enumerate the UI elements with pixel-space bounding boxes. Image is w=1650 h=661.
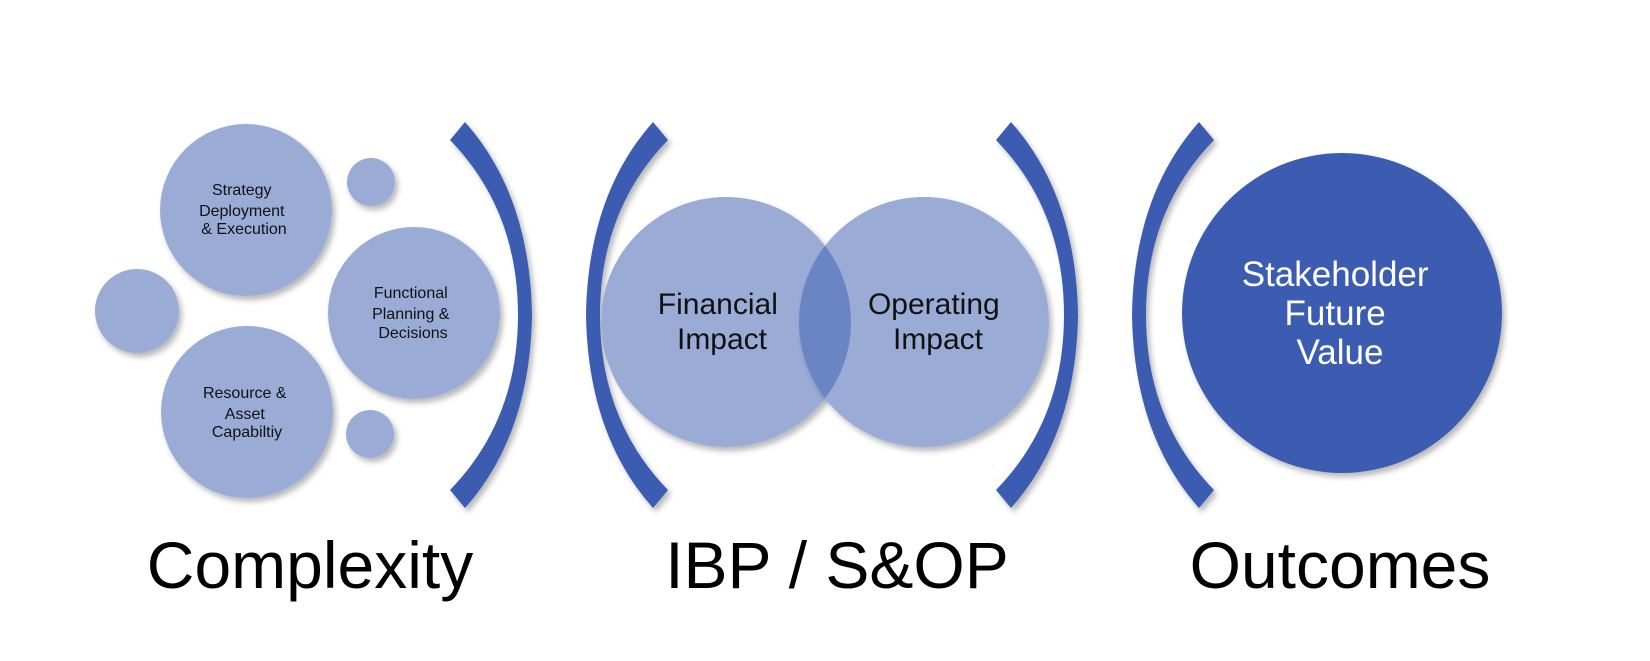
resource-circle bbox=[161, 326, 333, 498]
operating-label: Operating Impact bbox=[868, 288, 1008, 356]
functional-label: Functional Planning & Decisions bbox=[372, 285, 454, 342]
functional-circle bbox=[328, 227, 500, 399]
brackets bbox=[450, 122, 1214, 508]
complexity-section-label: Complexity bbox=[147, 528, 473, 602]
financial-circle bbox=[601, 197, 851, 447]
close-paren-1 bbox=[450, 122, 532, 508]
open-paren-2 bbox=[1132, 122, 1214, 508]
resource-label: Resource & Asset Capabiltiy bbox=[203, 385, 291, 441]
complexity-cluster: Strategy Deployment & Execution Function… bbox=[95, 124, 500, 498]
open-paren-1 bbox=[586, 122, 668, 508]
financial-label: Financial Impact bbox=[658, 288, 786, 356]
outcomes-section-label: Outcomes bbox=[1190, 528, 1491, 602]
stakeholder-circle bbox=[1182, 153, 1502, 473]
small-circle-left bbox=[95, 269, 179, 353]
small-circle-bottom bbox=[346, 410, 394, 458]
ibp-section-label: IBP / S&OP bbox=[665, 528, 1009, 602]
ibp-venn: Financial Impact Operating Impact bbox=[601, 197, 1049, 447]
operating-circle bbox=[799, 197, 1049, 447]
strategy-circle bbox=[160, 124, 332, 296]
close-paren-2 bbox=[996, 122, 1078, 508]
strategy-label: Strategy Deployment & Execution bbox=[199, 182, 289, 238]
stakeholder-label: Stakeholder Future Value bbox=[1242, 255, 1439, 372]
outcomes-group: Stakeholder Future Value bbox=[1182, 153, 1502, 473]
small-circle-top bbox=[347, 158, 395, 206]
